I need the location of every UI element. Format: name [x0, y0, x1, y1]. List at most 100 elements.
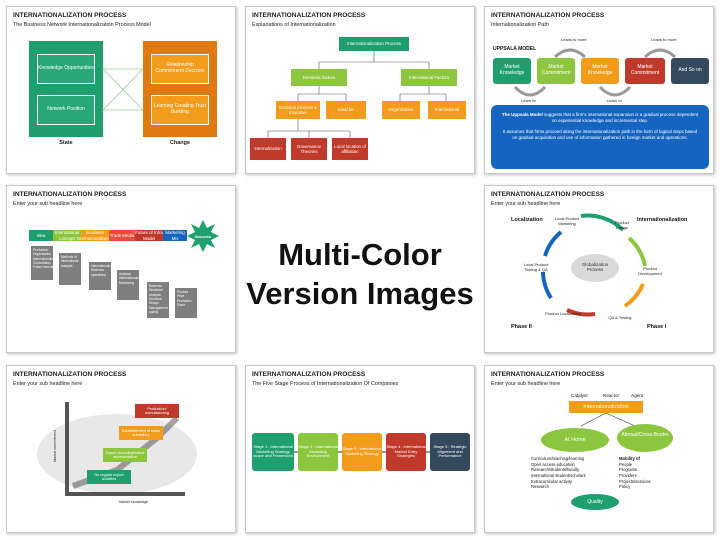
uppsala-box-2: Market Commitment [537, 58, 575, 84]
tree-governance: Governance Theories [291, 138, 327, 160]
x-axis-label: Market knowledge [119, 500, 149, 504]
uppsala-para-2: It assumes that firms proceed along the … [502, 129, 698, 141]
tree-location: Local location of affiliation [332, 138, 368, 160]
ovals-and-lines [541, 412, 673, 510]
timeline-burst [187, 220, 219, 252]
slide-subtitle: Enter your sub headline here [491, 201, 561, 207]
timeline-note-2: Methods of international analysis [59, 253, 81, 285]
slide-staircase[interactable]: INTERNATIONALIZATION PROCESS Enter your … [6, 365, 236, 533]
node-product-design: Product Design [615, 220, 629, 230]
slide-title: INTERNATIONALIZATION PROCESS [252, 12, 366, 19]
tree-decision: Decision process & Incentive [276, 101, 320, 119]
node-product-localization: Product Localization [544, 311, 582, 316]
role-catalyst: Catalyst [571, 393, 588, 398]
slide-subtitle: Enter your sub headline here [13, 201, 83, 207]
globalization-center: Globalization Process [581, 262, 609, 272]
uppsala-box-3: Market Knowledge [581, 58, 619, 84]
node-product-development: Product Development [638, 266, 662, 276]
internationalization-label: Internationalization [637, 217, 688, 223]
slide-uppsala[interactable]: INTERNATIONALIZATION PROCESS Internation… [484, 6, 714, 174]
stage-4: Stage 4 : International Market Entry Str… [386, 433, 426, 471]
cycle-arrows [513, 48, 677, 97]
slide-five-stage[interactable]: INTERNATIONALIZATION PROCESS The Five St… [245, 365, 475, 533]
tree-international: International Factors [401, 69, 457, 86]
node-local-marketing: Local Product Marketing [554, 216, 580, 226]
center-line-2: Version Images [246, 275, 474, 311]
stage-2: Stage 2 : International Marketing Enviro… [298, 433, 338, 471]
center-line-1: Multi-Color [278, 237, 442, 272]
quality-oval: Quality [587, 499, 603, 505]
uppsala-box-4: Market Commitment [625, 58, 665, 84]
learn-label-2: Learn to [607, 98, 622, 103]
timeline-step-1: Idea [29, 230, 53, 241]
slide-title: INTERNATIONALIZATION PROCESS [491, 371, 605, 378]
uppsala-para-1: The Uppsala Model suggests that a firm's… [501, 112, 699, 124]
slide-subtitle: The Business Network Internationalizatio… [13, 22, 151, 28]
slide-title: INTERNATIONALIZATION PROCESS [13, 371, 127, 378]
slide-title: INTERNATIONALIZATION PROCESS [13, 191, 127, 198]
change-box-learning: Learning Creating Trust Building [151, 95, 209, 125]
role-reactor: Reactor [603, 393, 620, 398]
timeline-step-3: Business Internationalization [76, 230, 114, 241]
slide-subtitle: Enter your sub headline here [491, 381, 561, 387]
stage-3: Stage 3 : International Marketing Strate… [342, 433, 382, 471]
center-heading: Multi-Color Version Images [245, 236, 475, 314]
timeline-step-7: Success [194, 234, 212, 239]
phase-2-label: Phase II [511, 324, 532, 330]
timeline-step-4: Trade Media [109, 230, 135, 241]
slide-explanations[interactable]: INTERNATIONALIZATION PROCESS Explanation… [245, 6, 475, 174]
tree-organization: Organization [382, 101, 420, 119]
slide-title: INTERNATIONALIZATION PROCESS [252, 371, 366, 378]
tree-international-3: International [428, 101, 466, 119]
leads-label-2: Leads to more [651, 37, 677, 42]
role-agent: Agent [631, 393, 644, 398]
learn-label-1: Learn to [521, 98, 536, 103]
slide-title: INTERNATIONALIZATION PROCESS [13, 12, 127, 19]
tree-ideal: Ideal for [326, 101, 366, 119]
slide-subtitle: The Five Stage Process of Internationali… [252, 381, 399, 387]
main-internationalization: Internationalization [569, 401, 643, 413]
leads-label-1: Leads to more [561, 37, 587, 42]
tree-internalization: Internalization [250, 138, 286, 160]
slide-home-abroad[interactable]: INTERNATIONALIZATION PROCESS Enter your … [484, 365, 714, 533]
stair-4: Production/ manufacturing [135, 404, 179, 418]
stair-2: Export via independent representative [103, 448, 147, 462]
uppsala-info-panel: The Uppsala Model suggests that a firm's… [491, 105, 709, 169]
uppsala-para-1-rest: suggests that a firm's international exp… [542, 112, 699, 124]
slide-subtitle: Enter your sub headline here [13, 381, 83, 387]
slide-globalization-cycle[interactable]: INTERNATIONALIZATION PROCESS Enter your … [484, 185, 714, 353]
y-axis-label: Market commitment [52, 430, 57, 462]
stage-5: Stage 5 : Strategic Alignment and Perfor… [430, 433, 470, 471]
slide-subtitle: Explanations of Internationalization [252, 22, 336, 28]
uppsala-para-1-lead: The Uppsala Model [501, 112, 543, 117]
stair-3: Establishment of sales subsidiary [119, 426, 163, 440]
change-label: Change [169, 140, 191, 146]
phase-1-label: Phase I [647, 324, 667, 330]
stair-1: No regular export activities [87, 470, 131, 484]
slide-business-network[interactable]: INTERNATIONALIZATION PROCESS The Busines… [6, 6, 236, 174]
node-local-testing: Local Product Testing & QA [523, 262, 549, 272]
timeline-step-2: International concept [53, 230, 81, 241]
change-box-commitment: Relationship Commitment Decision [151, 54, 209, 84]
state-label: State [59, 140, 73, 146]
tree-domestic: Domestic factors [291, 69, 347, 86]
connector-arrows [102, 68, 144, 111]
timeline-step-5: Future of Intra Model [135, 230, 163, 241]
state-box-knowledge: Knowledge Opportunities [37, 54, 95, 84]
slide-arrow-timeline[interactable]: INTERNATIONALIZATION PROCESS Enter your … [6, 185, 236, 353]
slide-title: INTERNATIONALIZATION PROCESS [491, 191, 605, 198]
uppsala-label: UPPSALA MODEL [493, 46, 537, 52]
localization-label: Localization [511, 217, 543, 223]
timeline-step-6: Marketing Mix [163, 230, 187, 241]
node-qa-testing: QA & Testing [608, 315, 632, 320]
oval-abroad: Abroad/Cross-Border [621, 432, 669, 438]
slide-title: INTERNATIONALIZATION PROCESS [491, 12, 605, 19]
tree-lines [267, 51, 447, 138]
stage-arrows [294, 451, 430, 453]
uppsala-box-1: Market Knowledge [493, 58, 531, 84]
